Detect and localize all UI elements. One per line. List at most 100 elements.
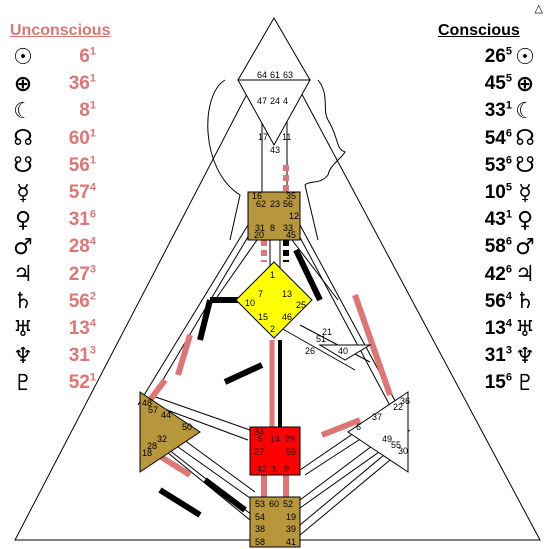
conscious-row: 265☉ [468,44,538,70]
gate-40: 40 [338,346,348,356]
gate-14: 14 [270,434,280,444]
line-number: 1 [89,72,96,85]
gate-34: 34 [254,427,264,437]
line-number: 5 [505,72,512,85]
gate-29: 29 [285,434,295,444]
g-center [235,261,313,339]
line-number: 4 [505,290,512,303]
gate-39: 39 [286,524,296,534]
gate-53: 53 [255,499,265,509]
line-number: 3 [89,344,96,357]
gate-61: 61 [270,70,280,80]
gate-49: 49 [382,434,392,444]
conscious-row: 455⊕ [468,71,538,97]
line-number: 6 [505,127,512,140]
gate-number: 52 [68,372,90,394]
south-node-icon: ☋ [515,153,535,179]
uranus-icon: ♅ [13,316,33,342]
gate-number: 43 [484,209,506,231]
gate-15: 15 [258,312,268,322]
earth-icon: ⊕ [13,71,33,97]
gate-activation: 361 [36,73,96,95]
line-number: 1 [505,100,512,113]
gate-number: 8 [79,100,90,122]
conscious-title: Conscious [438,22,520,39]
unconscious-row: ☿ 574 [10,180,96,206]
gate-number: 56 [68,290,90,312]
mercury-icon: ☿ [16,180,30,206]
gate-51: 51 [316,334,326,344]
gate-activation: 586 [468,236,512,258]
sun-icon: ☉ [13,44,33,70]
line-number: 1 [89,372,96,385]
gate-31: 31 [255,223,265,233]
gate-54: 54 [255,512,265,522]
gate-55: 55 [391,440,401,450]
gate-3: 3 [271,464,276,474]
logo-icon: △ [534,3,543,15]
gate-23: 23 [270,199,280,209]
conscious-row: 431♀ [468,207,538,233]
line-number: 1 [89,154,96,167]
gate-activation: 81 [36,100,96,122]
gate-17: 17 [258,132,268,142]
gate-number: 33 [484,100,506,122]
moon-icon: ☾ [13,98,33,124]
gate-number: 31 [68,209,90,231]
gate-activation: 574 [36,182,96,204]
gate-50: 50 [182,422,192,432]
gate-activation: 313 [468,345,512,367]
line-number: 3 [89,263,96,276]
gate-11: 11 [282,132,291,142]
gate-number: 54 [484,127,506,149]
line-number: 1 [89,127,96,140]
gate-57: 57 [148,405,158,415]
gate-activation: 265 [468,46,512,68]
line-number: 1 [505,208,512,221]
gate-56: 56 [283,199,293,209]
conscious-row: 586♂ [468,234,538,260]
pluto-icon: ♇ [13,370,33,396]
gate-number: 31 [484,345,506,367]
line-number: 6 [505,372,512,385]
gate-62: 62 [256,199,266,209]
gate-25: 25 [296,300,306,310]
gate-activation: 331 [468,100,512,122]
sacral-center [249,426,301,476]
line-number: 1 [89,45,96,58]
line-number: 6 [89,208,96,221]
earth-icon: ⊕ [515,71,535,97]
gate-35: 35 [286,191,296,201]
root-center [249,496,301,548]
gate-27: 27 [254,447,264,457]
gate-number: 27 [68,263,90,285]
saturn-icon: ♄ [13,289,33,315]
gate-41: 41 [286,537,296,547]
saturn-icon: ♄ [515,289,535,315]
gate-9: 9 [284,464,289,474]
unconscious-row: ♅134 [10,316,96,342]
gate-number: 58 [484,236,506,258]
gate-activation: 61 [36,46,96,68]
conscious-row: 426♃ [468,262,538,288]
unconscious-row: ♇ 521 [10,370,96,396]
gate-30: 30 [398,446,408,456]
gate-number: 56 [484,290,506,312]
gate-22: 22 [393,402,403,412]
conscious-row: 546☊ [468,126,538,152]
uranus-icon: ♅ [515,316,535,342]
gate-activation: 536 [468,155,512,177]
gate-activation: 426 [468,264,512,286]
gate-activation: 284 [36,236,96,258]
gate-19: 19 [286,512,296,522]
unconscious-row: ☊601 [10,126,96,152]
head-silhouette [207,79,346,241]
gate-64: 64 [257,70,267,80]
line-number: 4 [89,317,96,330]
gate-43: 43 [270,145,280,155]
gate-7: 7 [258,289,263,299]
gate-activation: 134 [36,318,96,340]
gate-48: 48 [142,398,152,408]
gate-46: 46 [282,312,292,322]
line-number: 5 [505,181,512,194]
